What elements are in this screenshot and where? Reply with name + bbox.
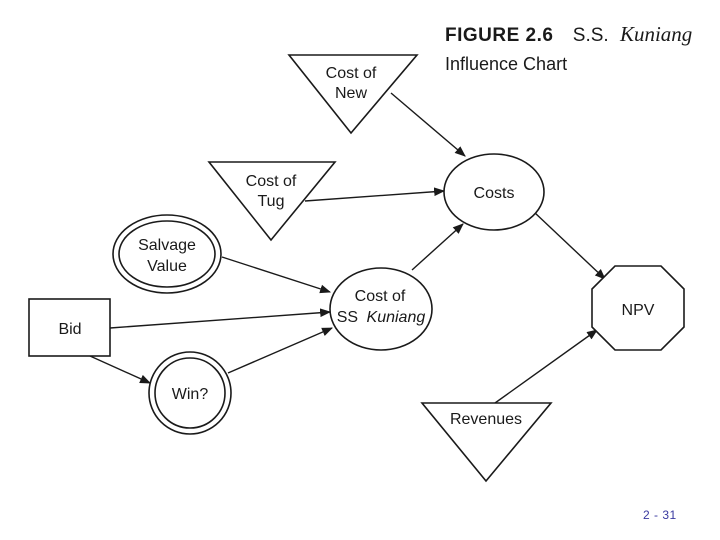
node-cost-of-ss-kuniang: Cost of SS Kuniang	[329, 267, 433, 351]
node-cost-of-new-line2: New	[335, 85, 367, 102]
node-costs: Costs	[443, 153, 545, 231]
node-win-label: Win?	[172, 386, 209, 403]
node-revenues-label: Revenues	[450, 411, 522, 428]
node-bid: Bid	[28, 298, 111, 357]
node-cost-of-tug-line1: Cost of	[246, 173, 297, 190]
node-salvage-value-line1: Salvage	[138, 237, 196, 254]
figure-number: FIGURE 2.6	[445, 25, 553, 46]
node-bid-label: Bid	[58, 321, 81, 338]
node-win: Win?	[148, 351, 232, 435]
node-cost-of-ss-name: Kuniang	[367, 309, 426, 326]
figure-title: FIGURE 2.6 S.S. Kuniang	[445, 22, 692, 46]
edge-cost-of-tug-to-costs	[304, 187, 446, 202]
edge-cost-of-new-to-costs	[390, 92, 466, 157]
node-cost-of-new-line1: Cost of	[326, 65, 377, 82]
node-revenues: Revenues	[420, 402, 553, 483]
node-cost-of-tug-line2: Tug	[258, 193, 285, 210]
node-salvage-value: Salvage Value	[112, 214, 222, 294]
node-costs-label: Costs	[474, 185, 515, 202]
node-npv-label: NPV	[622, 302, 655, 319]
node-cost-of-tug: Cost of Tug	[207, 161, 337, 242]
edge-bid-to-win	[89, 355, 152, 384]
figure-vessel-prefix: S.S.	[573, 25, 609, 46]
node-cost-of-ss-line2: SS Kuniang	[337, 309, 426, 326]
edge-costs-to-npv	[533, 211, 606, 280]
node-cost-of-new: Cost of New	[287, 54, 419, 135]
node-salvage-value-line2: Value	[147, 258, 187, 275]
edge-bid-to-cost-of-ss	[109, 308, 332, 329]
node-cost-of-ss-prefix: SS	[337, 309, 358, 326]
page-number: 2 - 31	[643, 508, 677, 522]
node-npv: NPV	[591, 265, 685, 351]
figure-subtitle: Influence Chart	[445, 54, 567, 74]
edge-revenues-to-npv	[494, 329, 598, 404]
edge-salvage-value-to-cost-of-ss	[221, 256, 332, 294]
edge-cost-of-ss-to-costs	[411, 223, 464, 271]
edge-win-to-cost-of-ss	[227, 327, 334, 374]
figure-vessel-name: Kuniang	[619, 22, 692, 46]
node-cost-of-ss-line1: Cost of	[355, 288, 406, 305]
